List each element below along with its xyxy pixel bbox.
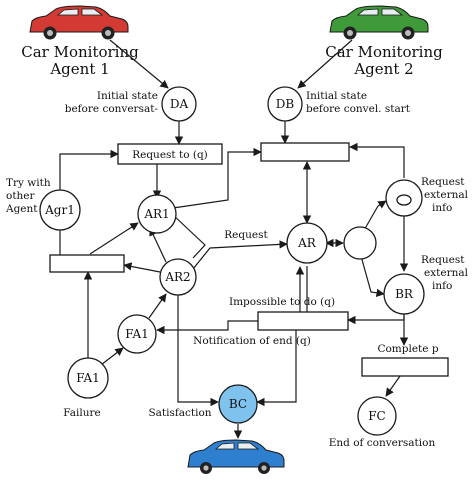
failure-label: Failure — [63, 407, 101, 419]
node-AR: AR — [286, 222, 328, 264]
node-FC: FC — [357, 396, 397, 436]
node-FA1-lower: FA1 — [67, 357, 109, 399]
node-FA1-upper: FA1 — [117, 314, 157, 354]
satisfaction-label: Satisfaction — [148, 407, 211, 419]
node-BR: BR — [383, 273, 425, 315]
svg-text:AR1: AR1 — [143, 207, 169, 221]
da-state-line1: Initial state — [97, 90, 158, 102]
node-Agr1: Agr1 — [39, 189, 81, 231]
svg-text:AR2: AR2 — [164, 270, 190, 284]
impossible-label: Impossible to do (q) — [229, 296, 335, 308]
try-line3: Agent — [5, 203, 38, 215]
svg-text:FA1: FA1 — [125, 327, 149, 341]
request-ext2-line2: external — [424, 267, 469, 279]
request-to-box — [117, 143, 223, 165]
car-result-icon — [187, 439, 285, 474]
request-ext1-line2: external — [424, 189, 469, 201]
agent-2-title-line2: Agent 2 — [353, 60, 413, 78]
agent-2-title-line1: Car Monitoring — [325, 43, 443, 61]
notification-label: Notification of end (q) — [193, 335, 311, 347]
svg-text:FA1: FA1 — [76, 371, 100, 385]
request-to-label: Request to (q) — [132, 149, 208, 161]
svg-text:AR: AR — [297, 236, 317, 250]
svg-text:DA: DA — [170, 97, 189, 111]
car-agent-2-icon — [329, 5, 429, 40]
impossible-box — [257, 311, 349, 331]
edges — [59, 39, 409, 439]
node-DB: DB — [267, 86, 303, 122]
svg-text:DB: DB — [276, 97, 295, 111]
request-ext1-line1: Request — [421, 176, 465, 188]
request-ext2-line3: info — [432, 280, 452, 292]
node-DA: DA — [161, 86, 197, 122]
top-right-box — [260, 142, 350, 162]
end-conversation-label: End of conversation — [329, 437, 436, 449]
agent-1-title-line1: Car Monitoring — [21, 43, 139, 61]
svg-text:BC: BC — [229, 397, 247, 411]
node-request-external — [385, 179, 423, 217]
left-box — [49, 254, 125, 273]
node-BC: BC — [218, 384, 258, 424]
try-line1: Try with — [6, 177, 51, 189]
node-AR1: AR1 — [137, 194, 177, 234]
try-line2: other — [6, 190, 36, 202]
request-ext1-line3: info — [432, 202, 452, 214]
svg-text:FC: FC — [368, 409, 386, 423]
db-state-line2: before convel. start — [306, 103, 411, 115]
svg-text:Agr1: Agr1 — [44, 203, 75, 217]
node-small-junction — [343, 226, 377, 260]
agent-1-title-line2: Agent 1 — [49, 60, 109, 78]
complete-label: Complete p — [377, 343, 438, 355]
request-ext2-line1: Request — [421, 254, 465, 266]
complete-box — [361, 357, 449, 377]
car-agent-1-icon — [29, 5, 129, 40]
db-state-line1: Initial state — [306, 90, 367, 102]
node-AR2: AR2 — [159, 258, 197, 296]
da-state-line2: before conversat- — [65, 103, 159, 115]
request-label: Request — [224, 229, 268, 241]
svg-text:BR: BR — [395, 287, 414, 301]
